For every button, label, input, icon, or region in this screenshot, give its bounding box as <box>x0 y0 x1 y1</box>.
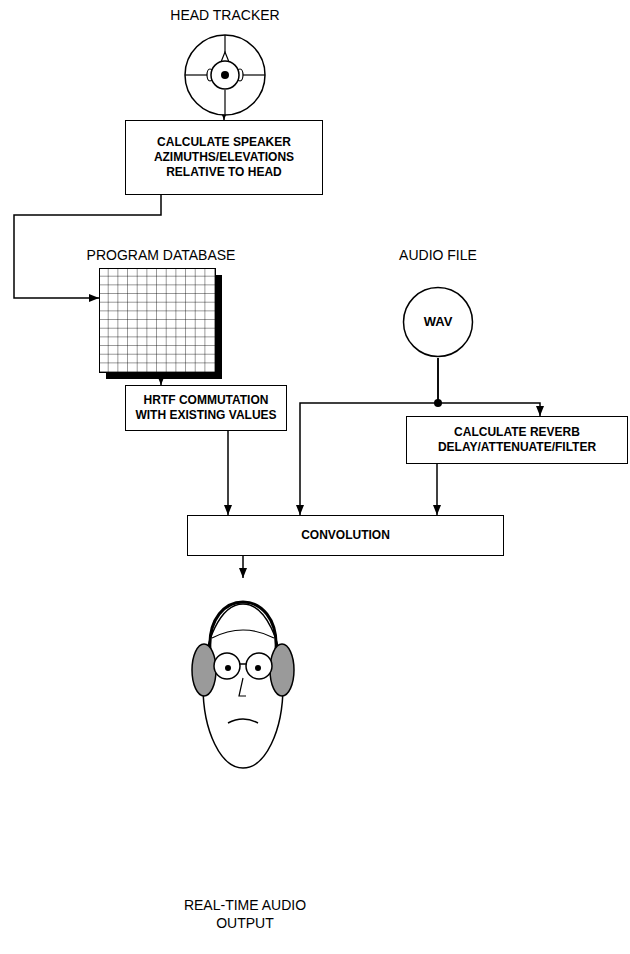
grid-node: PROGRAM DATABASE <box>99 246 223 380</box>
process-box: CALCULATE REVERB DELAY/ATTENUATE/FILTER <box>406 416 628 464</box>
tracker-node: HEAD TRACKER <box>170 4 280 117</box>
flow-arrow <box>436 464 438 515</box>
box-label: CONVOLUTION <box>301 528 390 543</box>
node-heading: AUDIO FILE <box>373 246 503 264</box>
wav-node: AUDIO FILEWAV <box>393 246 483 358</box>
flow-arrow <box>242 556 244 578</box>
flow-arrow <box>438 358 540 416</box>
process-box: CALCULATE SPEAKER AZIMUTHS/ELEVATIONS RE… <box>125 120 323 195</box>
node-heading: PROGRAM DATABASE <box>69 246 253 264</box>
box-label: CALCULATE SPEAKER AZIMUTHS/ELEVATIONS RE… <box>133 135 315 180</box>
process-box: CONVOLUTION <box>187 515 504 556</box>
box-label: HRTF COMMUTATION WITH EXISTING VALUES <box>133 393 279 423</box>
head-tracker-icon <box>170 32 280 116</box>
node-heading: HEAD TRACKER <box>140 6 310 24</box>
flow-arrow <box>227 431 229 515</box>
process-box: HRTF COMMUTATION WITH EXISTING VALUES <box>125 385 287 431</box>
box-label: CALCULATE REVERB DELAY/ATTENUATE/FILTER <box>414 425 620 455</box>
database-grid-icon <box>99 268 223 380</box>
node-caption: REAL-TIME AUDIO OUTPUT <box>180 896 310 932</box>
listener-head-illustration <box>140 578 350 778</box>
head-node: REAL-TIME AUDIO OUTPUT <box>140 578 350 950</box>
circle-label: WAV <box>393 313 483 331</box>
